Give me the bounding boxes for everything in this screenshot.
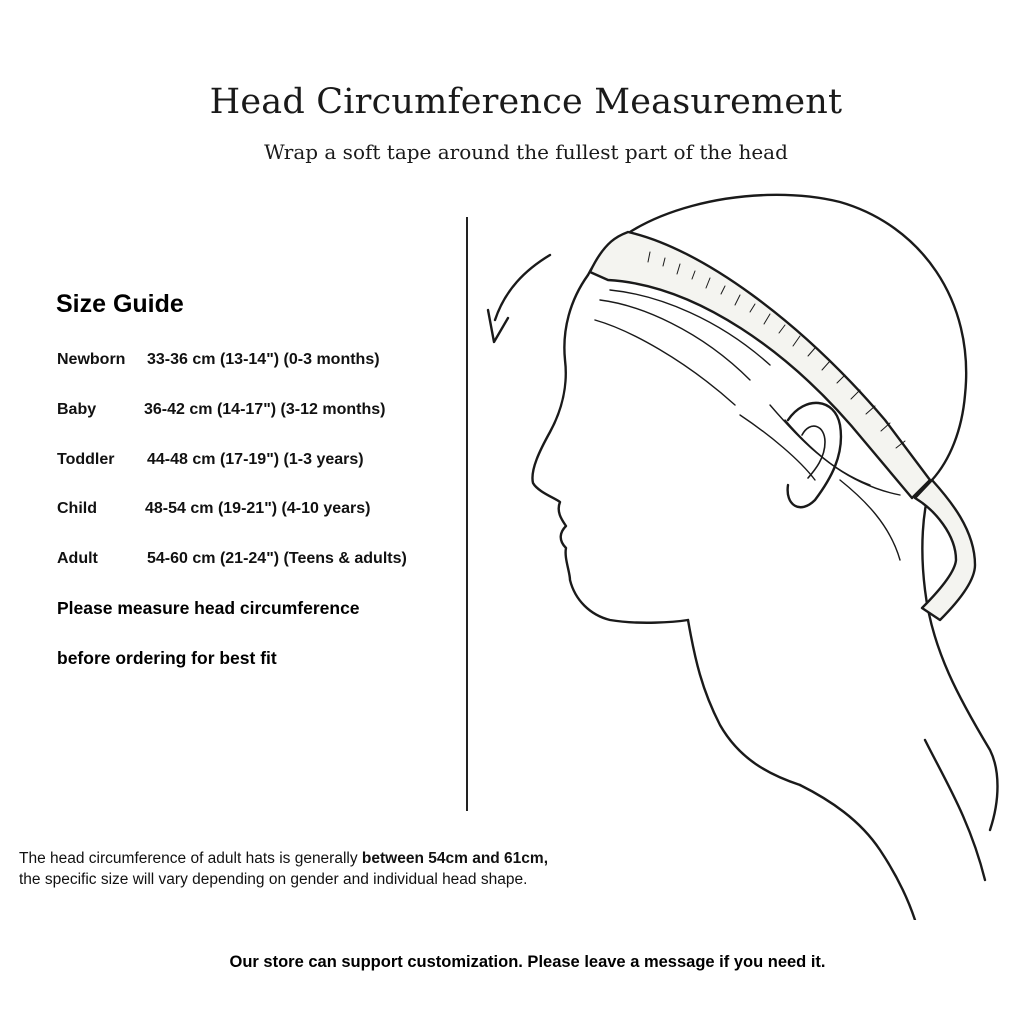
info-text: The head circumference of adult hats is … bbox=[19, 850, 362, 867]
page-title: Head Circumference Measurement bbox=[209, 82, 843, 122]
curved-arrow-icon bbox=[493, 253, 552, 322]
size-name: Adult bbox=[57, 550, 98, 567]
size-row-newborn: Newborn 33-36 cm (13-14") (0-3 months) bbox=[57, 351, 380, 369]
head-profile-illustration bbox=[486, 193, 999, 920]
hair-strand bbox=[609, 289, 771, 366]
neck-front bbox=[686, 618, 802, 787]
face-profile bbox=[531, 273, 690, 624]
info-text-line-2: the specific size will vary depending on… bbox=[19, 871, 528, 888]
size-name: Toddler bbox=[57, 451, 115, 468]
adult-size-info: The head circumference of adult hats is … bbox=[19, 848, 548, 890]
size-range: 36-42 cm (14-17") (3-12 months) bbox=[144, 401, 386, 418]
size-guide-title: Size Guide bbox=[56, 290, 184, 318]
measure-note-line-1: Please measure head circumference bbox=[57, 598, 360, 618]
page-subtitle: Wrap a soft tape around the fullest part… bbox=[264, 140, 788, 164]
vertical-divider bbox=[466, 217, 468, 811]
size-name: Baby bbox=[57, 401, 97, 418]
measure-note-line-2: before ordering for best fit bbox=[57, 648, 277, 668]
size-range: 44-48 cm (17-19") (1-3 years) bbox=[147, 451, 364, 468]
size-row-child: Child 48-54 cm (19-21") (4-10 years) bbox=[57, 500, 371, 518]
collar-line bbox=[923, 738, 987, 882]
hair-strand bbox=[599, 299, 751, 381]
size-name: Child bbox=[57, 500, 97, 517]
info-bold-range: between 54cm and 61cm, bbox=[361, 850, 549, 867]
size-range: 33-36 cm (13-14") (0-3 months) bbox=[147, 351, 380, 368]
hair-strand bbox=[594, 319, 736, 406]
size-row-adult: Adult 54-60 cm (21-24") (Teens & adults) bbox=[57, 550, 407, 568]
shoulder-line bbox=[798, 783, 917, 920]
head-outline bbox=[586, 193, 968, 482]
measuring-tape bbox=[588, 230, 932, 500]
hair-strand bbox=[739, 414, 816, 481]
ear-outline bbox=[786, 401, 843, 509]
arrow-head-icon bbox=[486, 308, 510, 344]
size-range: 48-54 cm (19-21") (4-10 years) bbox=[145, 500, 371, 517]
size-row-toddler: Toddler 44-48 cm (17-19") (1-3 years) bbox=[57, 451, 364, 469]
customization-note: Our store can support customization. Ple… bbox=[229, 953, 826, 971]
ear-inner bbox=[801, 425, 826, 479]
tape-ticks bbox=[647, 251, 906, 449]
size-row-baby: Baby 36-42 cm (14-17") (3-12 months) bbox=[57, 401, 385, 419]
hair-strand bbox=[839, 479, 901, 561]
size-name: Newborn bbox=[57, 351, 126, 368]
tape-tail bbox=[913, 478, 977, 622]
neck-back bbox=[921, 478, 999, 832]
size-range: 54-60 cm (21-24") (Teens & adults) bbox=[147, 550, 407, 567]
